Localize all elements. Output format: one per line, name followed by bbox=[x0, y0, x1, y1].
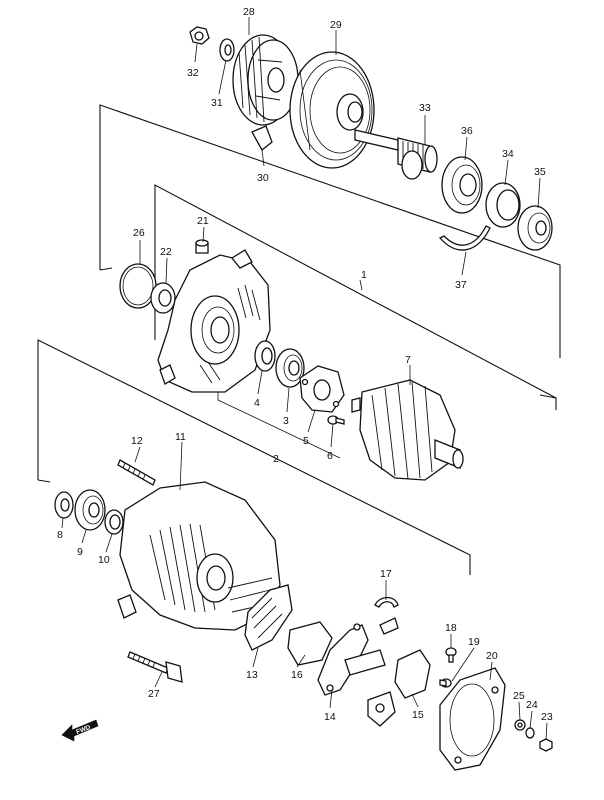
label-16: 16 bbox=[291, 669, 303, 681]
part-28-fan bbox=[232, 34, 299, 126]
part-18-screw bbox=[445, 647, 457, 663]
part-7-rotor bbox=[351, 379, 464, 481]
part-29-pulley bbox=[289, 51, 375, 169]
part-6-screw bbox=[327, 415, 345, 425]
part-14-rectifier bbox=[317, 623, 386, 696]
label-12: 12 bbox=[131, 435, 143, 447]
label-20: 20 bbox=[486, 650, 498, 662]
part-27-bolt bbox=[127, 651, 183, 683]
label-2: 2 bbox=[273, 453, 279, 465]
part-25-washer bbox=[514, 719, 526, 731]
part-19-screw bbox=[439, 678, 452, 688]
part-9-bearing bbox=[74, 489, 106, 531]
part-11-stator-housing bbox=[117, 481, 281, 631]
part-5-retainer-plate bbox=[299, 365, 345, 413]
label-34: 34 bbox=[502, 148, 514, 160]
label-27: 27 bbox=[148, 688, 160, 700]
part-10-ring bbox=[104, 509, 124, 535]
part-35-bearing bbox=[517, 205, 553, 251]
part-23-nut bbox=[539, 738, 553, 752]
drive-end-housing bbox=[157, 249, 271, 393]
label-24: 24 bbox=[526, 699, 538, 711]
part-20-rear-cover bbox=[439, 667, 506, 771]
label-7: 7 bbox=[405, 354, 411, 366]
label-1: 1 bbox=[361, 269, 367, 281]
fwd-arrow: FWD bbox=[61, 719, 99, 742]
label-28: 28 bbox=[243, 6, 255, 18]
label-6: 6 bbox=[327, 450, 333, 462]
assembly-frame-middle bbox=[154, 184, 557, 410]
assembly-frame-lower bbox=[37, 339, 471, 575]
part-21-plug bbox=[195, 239, 209, 254]
part-24-washer bbox=[525, 727, 535, 739]
label-23: 23 bbox=[541, 711, 553, 723]
fwd-label: FWD bbox=[75, 724, 92, 736]
part-36-bearing bbox=[441, 156, 483, 214]
part-30-key bbox=[251, 125, 273, 151]
label-5: 5 bbox=[303, 435, 309, 447]
label-30: 30 bbox=[257, 172, 269, 184]
label-21: 21 bbox=[197, 215, 209, 227]
label-29: 29 bbox=[330, 19, 342, 31]
label-26: 26 bbox=[133, 227, 145, 239]
label-15: 15 bbox=[412, 709, 424, 721]
label-35: 35 bbox=[534, 166, 546, 178]
part-12-stud bbox=[117, 459, 156, 486]
part-34-spacer bbox=[485, 182, 521, 228]
part-4-seal bbox=[254, 340, 276, 372]
part-3-bearing bbox=[275, 348, 305, 388]
leader-lines bbox=[61, 17, 548, 740]
part-33-shaft bbox=[354, 129, 438, 180]
label-17: 17 bbox=[380, 568, 392, 580]
part-32-nut bbox=[189, 26, 210, 45]
label-11: 11 bbox=[175, 431, 186, 443]
part-8-washer bbox=[54, 491, 74, 519]
part-15-brush-holder bbox=[367, 649, 431, 727]
part-13-cover bbox=[244, 584, 293, 651]
label-10: 10 bbox=[98, 554, 110, 566]
label-13: 13 bbox=[246, 669, 258, 681]
assembly-frame-upper bbox=[99, 104, 561, 358]
label-9: 9 bbox=[77, 546, 83, 558]
part-17-clip bbox=[374, 596, 399, 635]
label-3: 3 bbox=[283, 415, 289, 427]
label-8: 8 bbox=[57, 529, 63, 541]
part-16-insulator bbox=[287, 621, 333, 666]
label-32: 32 bbox=[187, 67, 199, 79]
label-37: 37 bbox=[455, 279, 467, 291]
label-33: 33 bbox=[419, 102, 431, 114]
part-31-washer bbox=[219, 38, 235, 62]
label-22: 22 bbox=[160, 246, 172, 258]
label-4: 4 bbox=[254, 397, 260, 409]
label-25: 25 bbox=[513, 690, 525, 702]
part-37-circlip bbox=[438, 225, 491, 251]
label-19: 19 bbox=[468, 636, 480, 648]
label-18: 18 bbox=[445, 622, 457, 634]
part-26-o-ring bbox=[119, 263, 157, 309]
part-22-seal bbox=[150, 282, 176, 314]
label-14: 14 bbox=[324, 711, 336, 723]
part-labels: 28 29 32 31 30 33 36 34 35 37 26 22 21 1… bbox=[57, 6, 553, 723]
label-31: 31 bbox=[211, 97, 223, 109]
label-36: 36 bbox=[461, 125, 473, 137]
